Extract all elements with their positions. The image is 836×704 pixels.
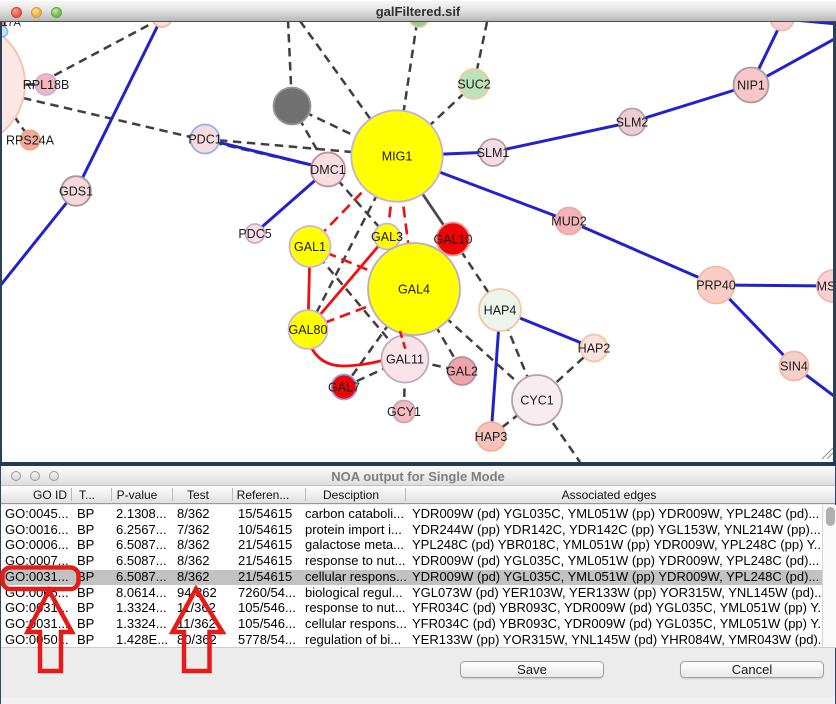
svg-text:GAL1: GAL1 [294, 240, 326, 254]
svg-text:PRP40: PRP40 [696, 278, 736, 292]
svg-text:GAL3: GAL3 [371, 230, 403, 244]
svg-text:MUD2: MUD2 [551, 214, 586, 228]
svg-text:GAL10: GAL10 [434, 232, 473, 246]
svg-text:GAL4: GAL4 [398, 282, 430, 296]
svg-text:HAP3: HAP3 [475, 430, 508, 444]
svg-text:PDC1: PDC1 [188, 132, 221, 146]
svg-text:GAL11: GAL11 [386, 352, 424, 366]
svg-text:HAP2: HAP2 [578, 341, 611, 355]
svg-text:DMC1: DMC1 [310, 163, 345, 177]
svg-text:CYC1: CYC1 [520, 393, 553, 407]
svg-text:17A: 17A [1, 22, 21, 29]
svg-text:HAP4: HAP4 [484, 303, 517, 317]
svg-text:MIG1: MIG1 [382, 149, 413, 163]
svg-text:SLM2: SLM2 [616, 115, 649, 129]
svg-text:GCY1: GCY1 [387, 405, 421, 419]
svg-text:SUC2: SUC2 [457, 77, 490, 91]
svg-text:RPS24A: RPS24A [6, 133, 55, 147]
svg-text:NIP1: NIP1 [737, 78, 765, 92]
svg-text:MSL5: MSL5 [817, 279, 836, 293]
svg-text:PDC5: PDC5 [238, 227, 271, 241]
svg-text:GAL80: GAL80 [289, 323, 328, 337]
svg-text:GAL7: GAL7 [328, 380, 360, 394]
svg-text:GAL2: GAL2 [446, 364, 478, 378]
svg-text:GDS1: GDS1 [59, 184, 93, 198]
svg-text:SIN4: SIN4 [780, 359, 808, 373]
svg-text:SLM1: SLM1 [477, 146, 510, 160]
svg-text:RPL18B: RPL18B [23, 78, 70, 92]
